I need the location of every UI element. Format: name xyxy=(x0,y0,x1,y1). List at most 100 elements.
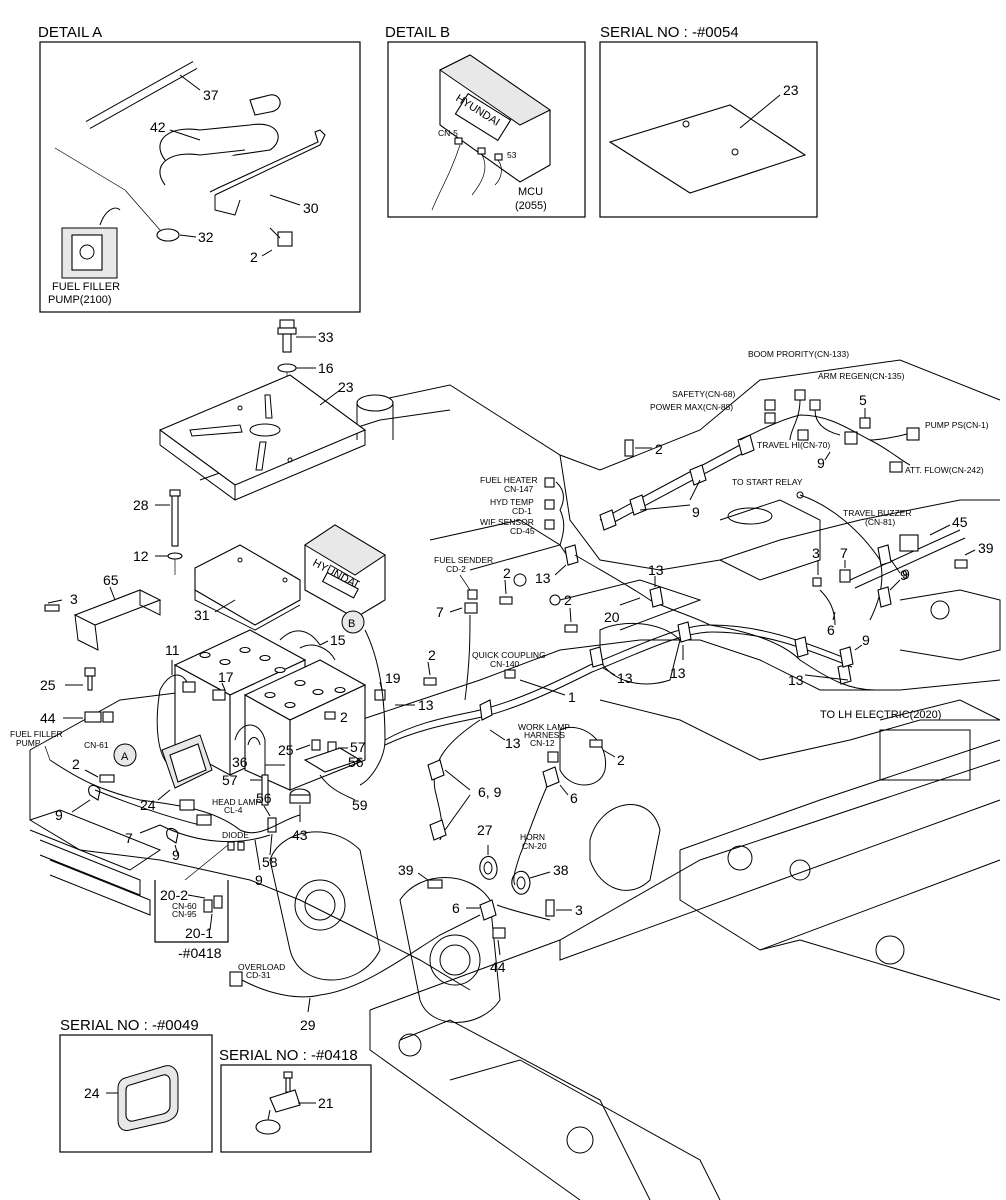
overload-label-1: OVERLOAD xyxy=(238,962,285,972)
serial-0054-panel: SERIAL NO : -#0054 23 xyxy=(599,24,818,218)
fuel-heater-label-2: CN-147 xyxy=(504,484,534,494)
part-57-left: 57 xyxy=(222,772,238,788)
part-6-9: 6, 9 xyxy=(478,784,502,800)
part-6-bottom: 6 xyxy=(452,900,460,916)
part-9-left-1: 9 xyxy=(55,807,63,823)
part-13-d: 13 xyxy=(648,562,664,578)
boom-priority-label: BOOM PRORITY(CN-133) xyxy=(748,349,849,359)
part-5: 5 xyxy=(859,392,867,408)
wif-sensor-label-1: WIF SENSOR xyxy=(480,517,534,527)
part-2-detail-a: 2 xyxy=(250,249,258,265)
left-harness: 25 44 FUEL FILLER PUMP CN-61 A 2 9 7 9 9 xyxy=(10,667,481,1033)
horn-label-2: CN-20 xyxy=(522,841,547,851)
battery-assembly: 15 11 17 2 36 57 25 57 56 59 xyxy=(140,629,368,870)
part-43: 43 xyxy=(292,827,308,843)
callout-a: A xyxy=(121,751,129,763)
part-2-left: 2 xyxy=(72,756,80,772)
part-17: 17 xyxy=(218,669,234,685)
part-33: 33 xyxy=(318,329,334,345)
part-31: 31 xyxy=(194,607,210,623)
att-flow-label: ATT. FLOW(CN-242) xyxy=(905,465,984,475)
part-7-right: 7 xyxy=(840,545,848,561)
part-9-right: 9 xyxy=(900,567,908,583)
upper-frame-structure xyxy=(29,359,1001,1200)
travel-buzzer-label-1: TRAVEL BUZZER xyxy=(843,508,911,518)
fuel-filler-pump-conn-1: FUEL FILLER xyxy=(10,729,63,739)
part-30: 30 xyxy=(303,200,319,216)
top-cover-assembly: 33 16 23 28 12 31 xyxy=(44,319,386,651)
part-23-serial: 23 xyxy=(783,82,799,98)
part-11: 11 xyxy=(165,642,180,658)
right-harness: FUEL HEATER CN-147 HYD TEMP CD-1 WIF SEN… xyxy=(480,349,994,721)
part-37: 37 xyxy=(203,87,219,103)
detail-b-panel: DETAIL B HYUNDAI CN-5 53 MCU (2055) xyxy=(385,24,586,218)
fuel-heater-label-1: FUEL HEATER xyxy=(480,475,538,485)
fuel-filler-pump-label-1: FUEL FILLER xyxy=(52,281,120,293)
part-20-1: 20-1 xyxy=(185,925,213,941)
fuel-filler-pump-conn-2: PUMP xyxy=(16,738,41,748)
part-38: 38 xyxy=(553,862,569,878)
part-12: 12 xyxy=(133,548,149,564)
part-13-right: 13 xyxy=(788,672,804,688)
mcu-label-2: (2055) xyxy=(515,200,547,212)
part-20: 20 xyxy=(604,609,620,625)
part-9-top-right: 9 xyxy=(817,455,825,471)
centre-harness: B 19 13 2 7 FUEL SENDER CD-2 2 QUICK COU… xyxy=(341,555,853,975)
fuel-sender-label-1: FUEL SENDER xyxy=(434,555,493,565)
part-2-work-lamp: 2 xyxy=(617,752,625,768)
part-2-fuel-sender: 2 xyxy=(503,565,511,581)
part-29: 29 xyxy=(300,1017,316,1033)
head-lamp-label-1: HEAD LAMP xyxy=(212,797,261,807)
detail-a-title: DETAIL A xyxy=(38,24,102,41)
part-36: 36 xyxy=(232,754,248,770)
part-44-left: 44 xyxy=(40,710,56,726)
part-32: 32 xyxy=(198,229,214,245)
detail-a-panel: DETAIL A 37 42 30 32 2 FUEL FILLER xyxy=(38,24,361,313)
part-13-c: 13 xyxy=(535,570,551,586)
to-lh-electric-label: TO LH ELECTRIC(2020) xyxy=(820,709,941,721)
detail-b-title: DETAIL B xyxy=(385,24,450,41)
part-58: 58 xyxy=(262,854,278,870)
part-19: 19 xyxy=(385,670,401,686)
horn-label-1: HORN xyxy=(520,832,545,842)
hyd-temp-label-2: CD-1 xyxy=(512,506,532,516)
cn60-label: CN-60 xyxy=(172,901,197,911)
part-44-bottom: 44 xyxy=(490,959,506,975)
overload-label-2: CD-31 xyxy=(246,970,271,980)
part-9-left-2: 9 xyxy=(172,847,180,863)
part-27: 27 xyxy=(477,822,493,838)
part-39-centre: 39 xyxy=(398,862,414,878)
part-9-pipes: 9 xyxy=(692,504,700,520)
arm-regen-label: ARM REGEN(CN-135) xyxy=(818,371,905,381)
diode-label: DIODE xyxy=(222,830,249,840)
part-7-centre: 7 xyxy=(436,604,444,620)
part-2-battery: 2 xyxy=(340,709,348,725)
part-3-right: 3 xyxy=(812,545,820,561)
part-16: 16 xyxy=(318,360,334,376)
part-24-serial: 24 xyxy=(84,1085,100,1101)
part-45: 45 xyxy=(952,514,968,530)
quick-coupling-label-1: QUICK COUPLING xyxy=(472,650,546,660)
part-39-right: 39 xyxy=(978,540,994,556)
part-6-work-lamp: 6 xyxy=(570,790,578,806)
part-1: 1 xyxy=(568,689,576,705)
travel-hi-label: TRAVEL HI(CN-70) xyxy=(757,440,830,450)
part-13-e: 13 xyxy=(617,670,633,686)
part-57-right: 57 xyxy=(350,739,366,755)
cn61-label: CN-61 xyxy=(84,740,109,750)
serial-0418-title: SERIAL NO : -#0418 xyxy=(219,1047,358,1064)
part-2-mid: 2 xyxy=(564,592,572,608)
callout-b: B xyxy=(348,618,355,630)
part-20-2: 20-2 xyxy=(160,887,188,903)
hyd-temp-label-1: HYD TEMP xyxy=(490,497,534,507)
part-56-left: 56 xyxy=(256,790,272,806)
part-21: 21 xyxy=(318,1095,334,1111)
work-lamp-label-2: HARNESS xyxy=(524,730,565,740)
part-7-left: 7 xyxy=(125,830,133,846)
part-65: 65 xyxy=(103,572,119,588)
part-2-top: 2 xyxy=(655,441,663,457)
part-9-right-2: 9 xyxy=(902,566,910,582)
mcu-53-label: 53 xyxy=(507,150,517,160)
travel-buzzer-label-2: (CN-81) xyxy=(865,517,895,527)
serial-0418-panel: SERIAL NO : -#0418 21 xyxy=(219,1047,372,1153)
